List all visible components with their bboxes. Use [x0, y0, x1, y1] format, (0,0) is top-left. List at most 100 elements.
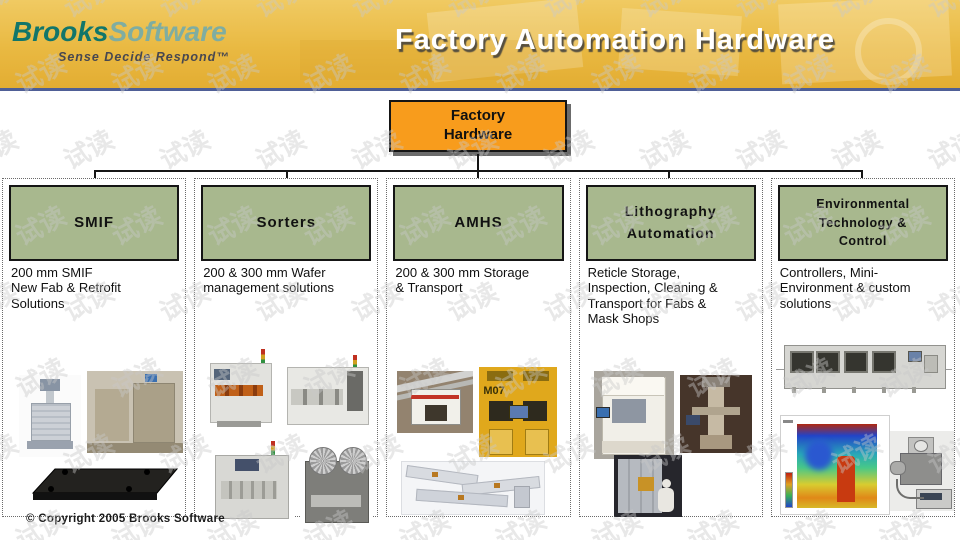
header-banner: BrooksSoftware Sense Decide Respond™ Fac… — [0, 0, 960, 91]
connector-stem — [477, 154, 479, 170]
display-screen — [919, 493, 942, 500]
stocker-vent — [487, 371, 514, 381]
cassette-row — [215, 385, 264, 396]
watermark-text: 试读 — [730, 124, 791, 176]
cleanroom-operator-photo — [613, 455, 682, 517]
color-legend-bar — [784, 472, 793, 508]
lit-window — [637, 477, 654, 491]
operator-screen — [509, 405, 530, 419]
column-environmental: Environmental Technology & Control Contr… — [770, 178, 955, 517]
flange-port — [913, 440, 928, 452]
dark-side-panel — [347, 371, 364, 411]
pedestal — [489, 429, 514, 455]
vehicle-dot — [432, 472, 439, 477]
fab-equipment-photo — [87, 371, 183, 453]
machine-body — [31, 403, 71, 441]
controller-unit-photo — [889, 431, 954, 511]
thermal-cool-blob — [804, 440, 833, 470]
enclosure-window — [815, 351, 840, 373]
smif-loader-photo — [19, 375, 81, 457]
stocker-vent — [523, 371, 550, 381]
slide-title: Factory Automation Hardware — [394, 24, 836, 56]
environmental-title: Environmental Technology & Control — [816, 196, 910, 249]
wafer-sorter-photo-2 — [283, 355, 374, 431]
environmental-header-box: Environmental Technology & Control — [777, 185, 948, 261]
smif-header-box: SMIF — [9, 185, 180, 261]
operator-head — [661, 479, 671, 488]
watermark-text: 试读 — [826, 124, 887, 176]
enclosure-legs — [791, 387, 936, 393]
wafer-carousel — [309, 447, 338, 475]
control-screen — [595, 407, 610, 418]
station-window — [611, 399, 646, 423]
lithography-description: Reticle Storage, Inspection, Cleaning & … — [587, 265, 718, 326]
amhs-header-box: AMHS — [393, 185, 564, 261]
vehicle-dot — [494, 483, 501, 488]
lithography-title: Lithography Automation — [624, 203, 717, 241]
watermark-text: 试读 — [0, 124, 23, 176]
transport-system-render — [401, 461, 546, 515]
hardware-columns: SMIF 200 mm SMIF New Fab & Retrofit Solu… — [2, 178, 955, 525]
stage-detail — [221, 481, 278, 499]
thermal-simulation-image — [779, 415, 890, 515]
signal-tower — [271, 441, 276, 455]
smif-pod-platform-photo — [29, 461, 181, 507]
copyright-text: © Copyright 2005 Brooks Software — [26, 513, 225, 525]
signal-tower — [261, 349, 266, 365]
watermark-text: 试读 — [250, 124, 311, 176]
tool-base — [699, 435, 732, 449]
stocker-photo: M07 — [479, 367, 558, 457]
machine-legs — [217, 421, 262, 427]
watermark-text: 试读 — [922, 124, 960, 176]
stocker-window — [489, 401, 514, 421]
logo-brand-light: Software — [108, 16, 227, 47]
stocker-window — [523, 401, 548, 421]
equipment-cabinet — [133, 383, 175, 443]
enclosure-window — [843, 351, 868, 373]
signal-tower — [353, 355, 358, 369]
pedestal — [525, 429, 550, 455]
tray-detail — [311, 495, 362, 507]
vehicle-dot — [458, 495, 465, 500]
platform-drawing — [31, 468, 179, 500]
column-smif: SMIF 200 mm SMIF New Fab & Retrofit Solu… — [2, 178, 187, 517]
environmental-description: Controllers, Mini- Environment & custom … — [779, 265, 911, 311]
stocker-label-text: M07 — [483, 385, 505, 397]
sorters-title: Sorters — [256, 214, 317, 232]
floor-strip — [87, 443, 183, 453]
amhs-description: 200 & 300 mm Storage & Transport — [395, 265, 530, 296]
oht-vehicle-photo — [397, 371, 474, 433]
equipment-screen — [145, 374, 157, 382]
axis-tick — [782, 420, 793, 423]
smif-description: 200 mm SMIF New Fab & Retrofit Solutions — [11, 265, 121, 311]
mini-environment-drawing — [775, 335, 952, 403]
brooks-software-logo: BrooksSoftware — [12, 16, 227, 48]
loadport-row — [291, 389, 344, 405]
watermark-text: 试读 — [634, 124, 695, 176]
smif-title: SMIF — [74, 214, 115, 232]
logo-tagline: Sense Decide Respond™ — [58, 50, 230, 64]
reticle-inspection-photo — [679, 375, 752, 453]
side-cylinder — [889, 461, 906, 475]
column-lithography: Lithography Automation Reticle Storage, … — [578, 178, 763, 517]
red-stripe — [411, 395, 460, 399]
wafer-sorter-photo-3 — [209, 441, 296, 525]
station-canopy — [601, 377, 664, 396]
sorters-header-box: Sorters — [201, 185, 372, 261]
logo-brand-bold: Brooks — [12, 16, 109, 47]
tower-block — [514, 486, 531, 508]
column-sorters: Sorters 200 & 300 mm Wafer management so… — [194, 178, 379, 525]
reticle-station-photo — [593, 371, 674, 459]
operator-body — [657, 488, 674, 512]
column-amhs: AMHS 200 & 300 mm Storage & Transport M0… — [386, 178, 571, 517]
factory-hardware-label: Factory Hardware — [443, 107, 513, 143]
tool-head — [701, 377, 730, 387]
station-base — [601, 441, 664, 453]
machine-base — [27, 441, 73, 449]
machine-neck — [46, 391, 54, 403]
machine-top-unit — [40, 379, 60, 391]
watermark-text: 试读 — [154, 124, 215, 176]
enclosure-window — [871, 351, 896, 373]
sorters-description: 200 & 300 mm Wafer management solutions — [203, 265, 334, 296]
